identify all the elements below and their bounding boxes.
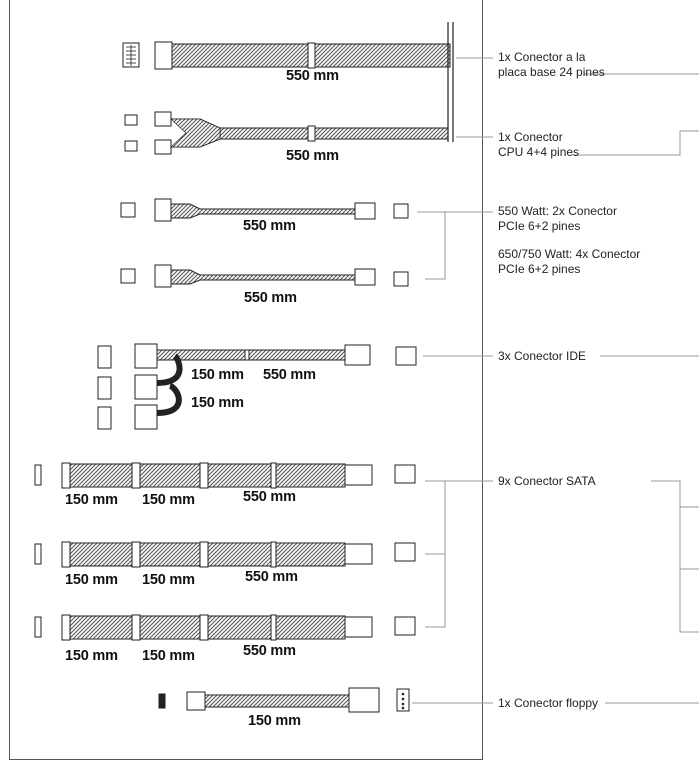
floppy-length-label: 150 mm — [248, 713, 301, 729]
sata3-length-label: 550 mm — [243, 643, 296, 659]
pcie-650-label-line2: PCIe 6+2 pines — [498, 262, 581, 276]
ide-branch-length-label-2: 150 mm — [191, 395, 244, 411]
pcie-550-label: 550 Watt: 2x Conector PCIe 6+2 pines — [498, 204, 617, 234]
sata3-branch-length-label-1: 150 mm — [65, 648, 118, 664]
sata3-branch-length-label-2: 150 mm — [142, 648, 195, 664]
pcie-cable-1-drawing — [120, 198, 409, 222]
cpu-length-label: 550 mm — [286, 148, 339, 164]
pcie2-length-label: 550 mm — [244, 290, 297, 306]
sata2-branch-length-label-1: 150 mm — [65, 572, 118, 588]
pcie-550-label-line2: PCIe 6+2 pines — [498, 219, 581, 233]
mb-connector-label-line2: placa base 24 pines — [498, 65, 605, 79]
sata1-branch-length-label-1: 150 mm — [65, 492, 118, 508]
ide-cable-drawing — [97, 343, 417, 430]
cpu-cable-drawing — [124, 111, 449, 155]
mb-cable-drawing — [122, 22, 454, 142]
ide-branch-length-label-1: 150 mm — [191, 367, 244, 383]
cpu-connector-label-line2: CPU 4+4 pines — [498, 145, 580, 159]
cpu-connector-label-line1: 1x Conector — [498, 130, 563, 144]
floppy-connector-label: 1x Conector floppy — [498, 696, 599, 710]
sata1-branch-length-label-2: 150 mm — [142, 492, 195, 508]
sata-connector-label: 9x Conector SATA — [498, 474, 596, 488]
pcie1-length-label: 550 mm — [243, 218, 296, 234]
pcie-550-label-line1: 550 Watt: 2x Conector — [498, 204, 617, 218]
mb-connector-label-line1: 1x Conector a la — [498, 50, 586, 64]
sata-cable-3-drawing — [34, 614, 416, 641]
sata2-branch-length-label-2: 150 mm — [142, 572, 195, 588]
sata1-length-label: 550 mm — [243, 489, 296, 505]
sata2-length-label: 550 mm — [245, 569, 298, 585]
mb-connector-label: 1x Conector a la placa base 24 pines — [498, 50, 605, 80]
sata-cable-1-drawing — [34, 462, 416, 489]
cpu-connector-label: 1x Conector CPU 4+4 pines — [498, 130, 579, 160]
mb-length-label: 550 mm — [286, 68, 339, 84]
ide-length-label: 550 mm — [263, 367, 316, 383]
leader-lines — [412, 57, 699, 704]
sata-cable-2-drawing — [34, 541, 416, 568]
floppy-cable-drawing — [158, 687, 410, 713]
pcie-650-label-line1: 650/750 Watt: 4x Conector — [498, 247, 641, 261]
pcie-650-label: 650/750 Watt: 4x Conector PCIe 6+2 pines — [498, 247, 640, 277]
pcie-cable-2-drawing — [120, 264, 409, 288]
ide-connector-label: 3x Conector IDE — [498, 349, 587, 363]
